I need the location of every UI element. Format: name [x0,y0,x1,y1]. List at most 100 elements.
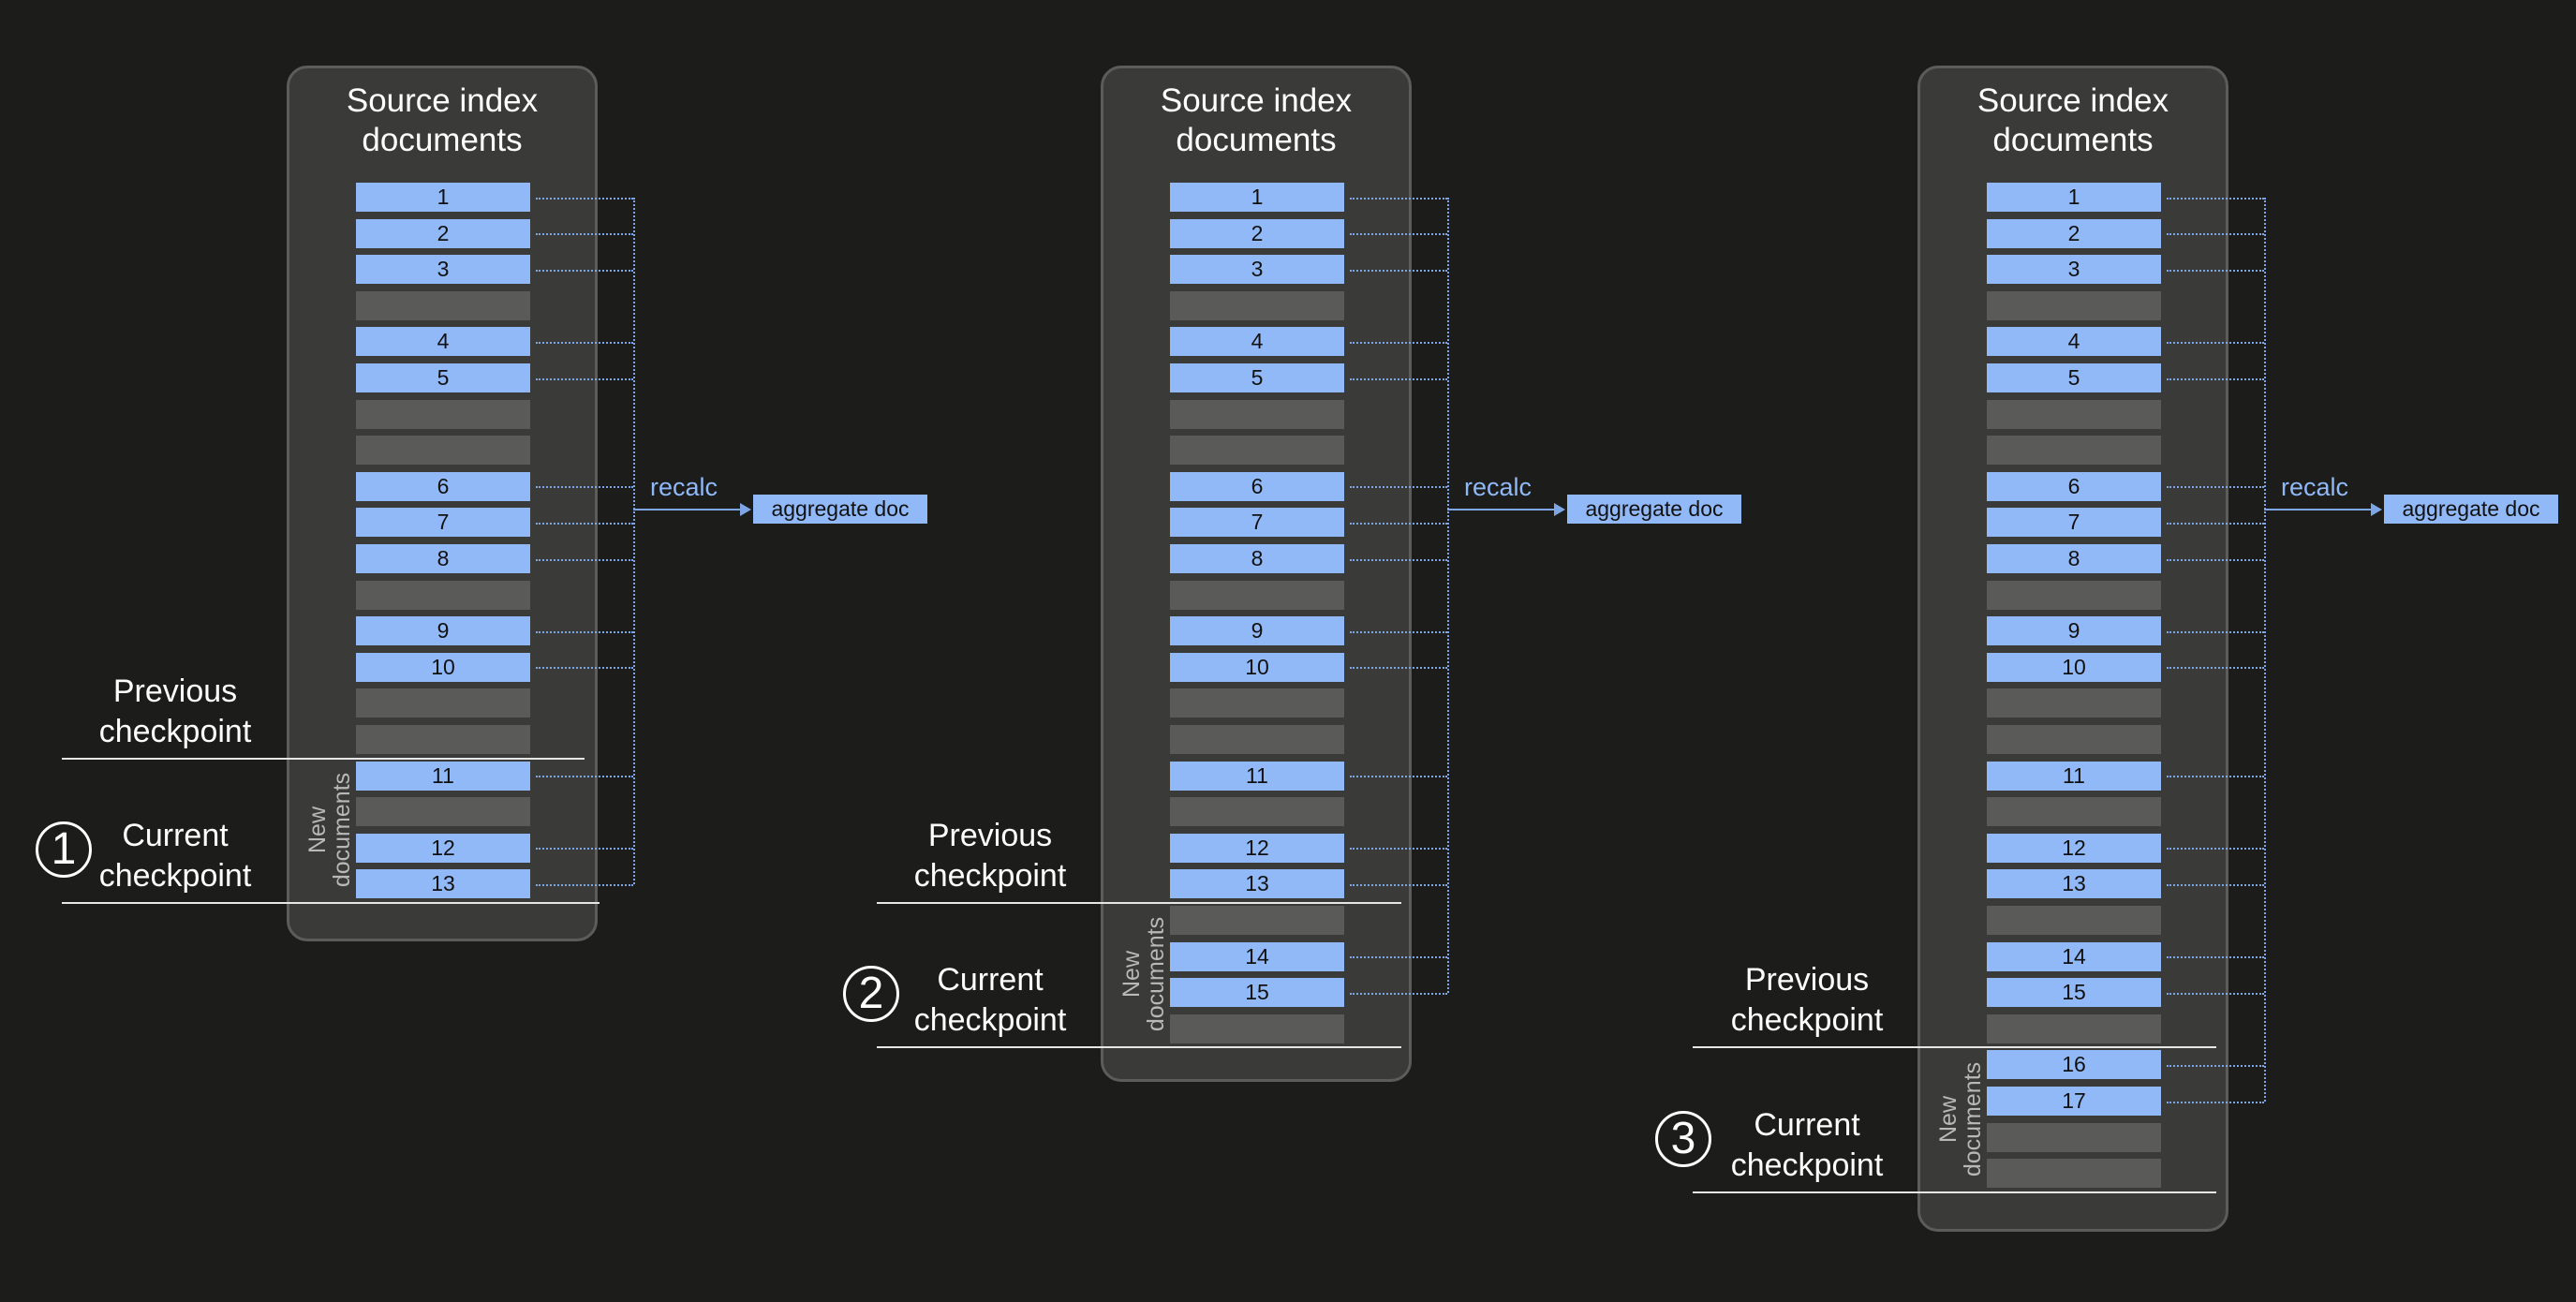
document-connector [2167,848,2264,851]
document-connector [2167,341,2264,344]
empty-document-slot [1170,436,1344,466]
document-connector [2167,233,2264,236]
document-row: 3 [356,255,530,285]
document-connector [2167,883,2264,886]
empty-document-slot [1170,906,1344,935]
empty-document-slot [1170,399,1344,429]
document-connector [2167,377,2264,380]
document-row: 13 [1987,869,2161,899]
document-row: 10 [356,652,530,682]
document-row: 13 [1170,869,1344,899]
document-row: 12 [1170,833,1344,863]
empty-document-slot [356,399,530,429]
document-row: 11 [1987,761,2161,791]
document-connector [536,486,633,489]
document-row: 9 [1170,616,1344,646]
empty-document-slot [1987,688,2161,718]
document-row: 14 [1170,941,1344,971]
connector-vertical-line [1447,197,1449,993]
document-row: 9 [356,616,530,646]
empty-document-slot [356,688,530,718]
document-connector [536,848,633,851]
recalc-arrow [1447,508,1556,510]
new-documents-label: New documents [304,772,355,888]
document-connector [1350,992,1447,995]
recalc-label: recalc [650,472,718,501]
document-connector [2167,1101,2264,1103]
document-row: 12 [356,833,530,863]
document-connector [2167,197,2264,200]
empty-document-slot [1987,725,2161,754]
document-connector [2167,486,2264,489]
document-connector [2167,522,2264,525]
document-connector [2167,558,2264,561]
document-connector [1350,486,1447,489]
arrowhead-icon [2371,502,2382,516]
document-row: 6 [1170,471,1344,501]
previous-checkpoint-label: Previous checkpoint [913,818,1067,894]
previous-checkpoint-line [1693,1046,2216,1049]
document-connector [1350,233,1447,236]
panel-title: Source index documents [346,82,539,158]
empty-document-slot [1987,290,2161,320]
document-row: 2 [1987,218,2161,248]
empty-document-slot [356,580,530,610]
document-row: 4 [356,327,530,357]
current-checkpoint-line [62,902,600,904]
empty-document-slot [1987,580,2161,610]
document-connector [2167,992,2264,995]
document-row: 8 [1170,544,1344,573]
previous-checkpoint-label: Previous checkpoint [1730,962,1884,1039]
document-connector [2167,630,2264,633]
empty-document-slot [1987,797,2161,827]
document-connector [1350,522,1447,525]
document-connector [2167,269,2264,272]
document-connector [536,233,633,236]
document-row: 1 [1987,183,2161,212]
empty-document-slot [1987,436,2161,466]
panel-title: Source index documents [1976,82,2169,158]
document-connector [1350,377,1447,380]
current-checkpoint-line [1693,1191,2216,1193]
document-row: 4 [1170,327,1344,357]
document-row: 16 [1987,1050,2161,1080]
document-row: 9 [1987,616,2161,646]
aggregate-doc: aggregate doc [753,494,927,524]
document-connector [1350,667,1447,670]
document-row: 1 [356,183,530,212]
document-row: 3 [1170,255,1344,285]
document-row: 7 [1987,508,2161,538]
arrowhead-icon [1554,502,1565,516]
document-connector [2167,667,2264,670]
document-connector [2167,1064,2264,1067]
panel-title: Source index documents [1160,82,1353,158]
document-connector [536,667,633,670]
document-row: 15 [1170,978,1344,1008]
document-row: 17 [1987,1087,2161,1116]
current-checkpoint-line [877,1046,1401,1049]
document-connector [1350,269,1447,272]
document-row: 11 [1170,761,1344,791]
document-row: 6 [356,471,530,501]
document-row: 4 [1987,327,2161,357]
document-connector [536,558,633,561]
empty-document-slot [1987,1159,2161,1189]
document-row: 11 [356,761,530,791]
document-connector [536,522,633,525]
document-connector [1350,956,1447,959]
document-connector [2167,776,2264,778]
step-number-badge: 1 [36,821,92,878]
current-checkpoint-label: Current checkpoint [1730,1106,1884,1183]
step-number-badge: 2 [843,966,899,1023]
document-connector [536,197,633,200]
document-row: 10 [1170,652,1344,682]
empty-document-slot [1987,906,2161,935]
empty-document-slot [356,290,530,320]
document-row: 14 [1987,941,2161,971]
new-documents-label: New documents [1935,1061,1986,1176]
recalc-label: recalc [2281,472,2349,501]
empty-document-slot [1170,797,1344,827]
empty-document-slot [1170,725,1344,754]
document-connector [1350,776,1447,778]
